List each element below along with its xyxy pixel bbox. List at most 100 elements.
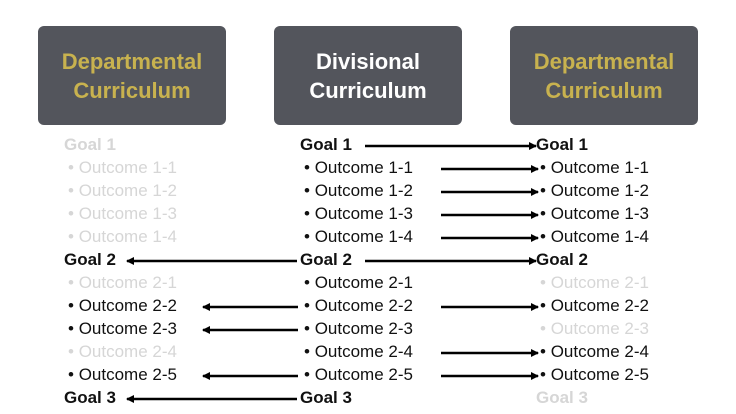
outcome-label: Outcome 2-2 (550, 296, 649, 315)
outcome-label: Outcome 2-1 (314, 273, 413, 292)
outcome-label: Outcome 1-2 (550, 181, 649, 200)
outcome-label: Outcome 1-2 (314, 181, 413, 200)
bullet-icon: • (540, 204, 546, 223)
bullet-icon: • (540, 365, 546, 384)
middle-goal-item: Goal 3 (300, 388, 352, 408)
right-goal-item: Goal 3 (536, 388, 588, 408)
bullet-icon: • (68, 227, 74, 246)
outcome-label: Outcome 1-1 (314, 158, 413, 177)
middle-goal-item: Goal 1 (300, 135, 352, 155)
left-outcome-item: • Outcome 2-4 (68, 342, 177, 362)
bullet-icon: • (540, 319, 546, 338)
bullet-icon: • (68, 204, 74, 223)
header-line: Curriculum (309, 77, 427, 103)
outcome-label: Outcome 2-2 (314, 296, 413, 315)
outcome-label: Outcome 2-3 (78, 319, 177, 338)
left-goal-item: Goal 1 (64, 135, 116, 155)
right-outcome-item: • Outcome 1-2 (540, 181, 649, 201)
middle-outcome-item: • Outcome 2-4 (304, 342, 413, 362)
bullet-icon: • (304, 227, 310, 246)
left-outcome-item: • Outcome 1-1 (68, 158, 177, 178)
outcome-label: Outcome 1-3 (550, 204, 649, 223)
bullet-icon: • (304, 296, 310, 315)
bullet-icon: • (68, 273, 74, 292)
outcome-label: Outcome 1-1 (550, 158, 649, 177)
right-outcome-item: • Outcome 2-1 (540, 273, 649, 293)
bullet-icon: • (540, 181, 546, 200)
outcome-label: Outcome 2-5 (550, 365, 649, 384)
bullet-icon: • (540, 296, 546, 315)
goal-label: Goal 1 (536, 135, 588, 154)
middle-outcome-item: • Outcome 2-1 (304, 273, 413, 293)
right-outcome-item: • Outcome 2-5 (540, 365, 649, 385)
header-line: Departmental (533, 48, 675, 74)
middle-outcome-item: • Outcome 2-3 (304, 319, 413, 339)
outcome-label: Outcome 2-5 (78, 365, 177, 384)
bullet-icon: • (68, 319, 74, 338)
outcome-label: Outcome 2-1 (550, 273, 649, 292)
left-outcome-item: • Outcome 1-4 (68, 227, 177, 247)
goal-label: Goal 2 (300, 250, 352, 269)
middle-outcome-item: • Outcome 2-2 (304, 296, 413, 316)
bullet-icon: • (304, 158, 310, 177)
middle-outcome-item: • Outcome 1-3 (304, 204, 413, 224)
goal-label: Goal 2 (64, 250, 116, 269)
right-outcome-item: • Outcome 1-3 (540, 204, 649, 224)
bullet-icon: • (304, 273, 310, 292)
bullet-icon: • (68, 365, 74, 384)
middle-outcome-item: • Outcome 1-1 (304, 158, 413, 178)
bullet-icon: • (540, 227, 546, 246)
right-goal-item: Goal 2 (536, 250, 588, 270)
goal-label: Goal 3 (536, 388, 588, 407)
middle-goal-item: Goal 2 (300, 250, 352, 270)
outcome-label: Outcome 1-2 (78, 181, 177, 200)
right-outcome-item: • Outcome 1-1 (540, 158, 649, 178)
outcome-label: Outcome 1-4 (314, 227, 413, 246)
outcome-label: Outcome 1-3 (314, 204, 413, 223)
outcome-label: Outcome 2-4 (78, 342, 177, 361)
bullet-icon: • (304, 204, 310, 223)
goal-label: Goal 3 (64, 388, 116, 407)
left-outcome-item: • Outcome 2-1 (68, 273, 177, 293)
header-line: Departmental (61, 48, 203, 74)
outcome-label: Outcome 2-1 (78, 273, 177, 292)
bullet-icon: • (68, 296, 74, 315)
outcome-label: Outcome 2-5 (314, 365, 413, 384)
header-line: Curriculum (545, 77, 663, 103)
outcome-label: Outcome 2-2 (78, 296, 177, 315)
middle-outcome-item: • Outcome 1-4 (304, 227, 413, 247)
right-goal-item: Goal 1 (536, 135, 588, 155)
left-goal-item: Goal 2 (64, 250, 116, 270)
bullet-icon: • (540, 273, 546, 292)
left-outcome-item: • Outcome 1-3 (68, 204, 177, 224)
bullet-icon: • (304, 181, 310, 200)
goal-label: Goal 1 (300, 135, 352, 154)
outcome-label: Outcome 1-4 (550, 227, 649, 246)
outcome-label: Outcome 1-1 (78, 158, 177, 177)
middle-outcome-item: • Outcome 2-5 (304, 365, 413, 385)
outcome-label: Outcome 2-4 (550, 342, 649, 361)
outcome-label: Outcome 1-3 (78, 204, 177, 223)
bullet-icon: • (68, 342, 74, 361)
goal-label: Goal 2 (536, 250, 588, 269)
right-outcome-item: • Outcome 2-2 (540, 296, 649, 316)
outcome-label: Outcome 2-3 (550, 319, 649, 338)
outcome-label: Outcome 1-4 (78, 227, 177, 246)
goal-label: Goal 1 (64, 135, 116, 154)
header-line: Curriculum (73, 77, 191, 103)
bullet-icon: • (540, 342, 546, 361)
right-outcome-item: • Outcome 2-3 (540, 319, 649, 339)
left-outcome-item: • Outcome 2-5 (68, 365, 177, 385)
bullet-icon: • (304, 319, 310, 338)
left-goal-item: Goal 3 (64, 388, 116, 408)
bullet-icon: • (68, 181, 74, 200)
right-outcome-item: • Outcome 1-4 (540, 227, 649, 247)
left-outcome-item: • Outcome 1-2 (68, 181, 177, 201)
left-outcome-item: • Outcome 2-3 (68, 319, 177, 339)
bullet-icon: • (540, 158, 546, 177)
header-line: Divisional (316, 48, 420, 74)
bullet-icon: • (68, 158, 74, 177)
middle-outcome-item: • Outcome 1-2 (304, 181, 413, 201)
